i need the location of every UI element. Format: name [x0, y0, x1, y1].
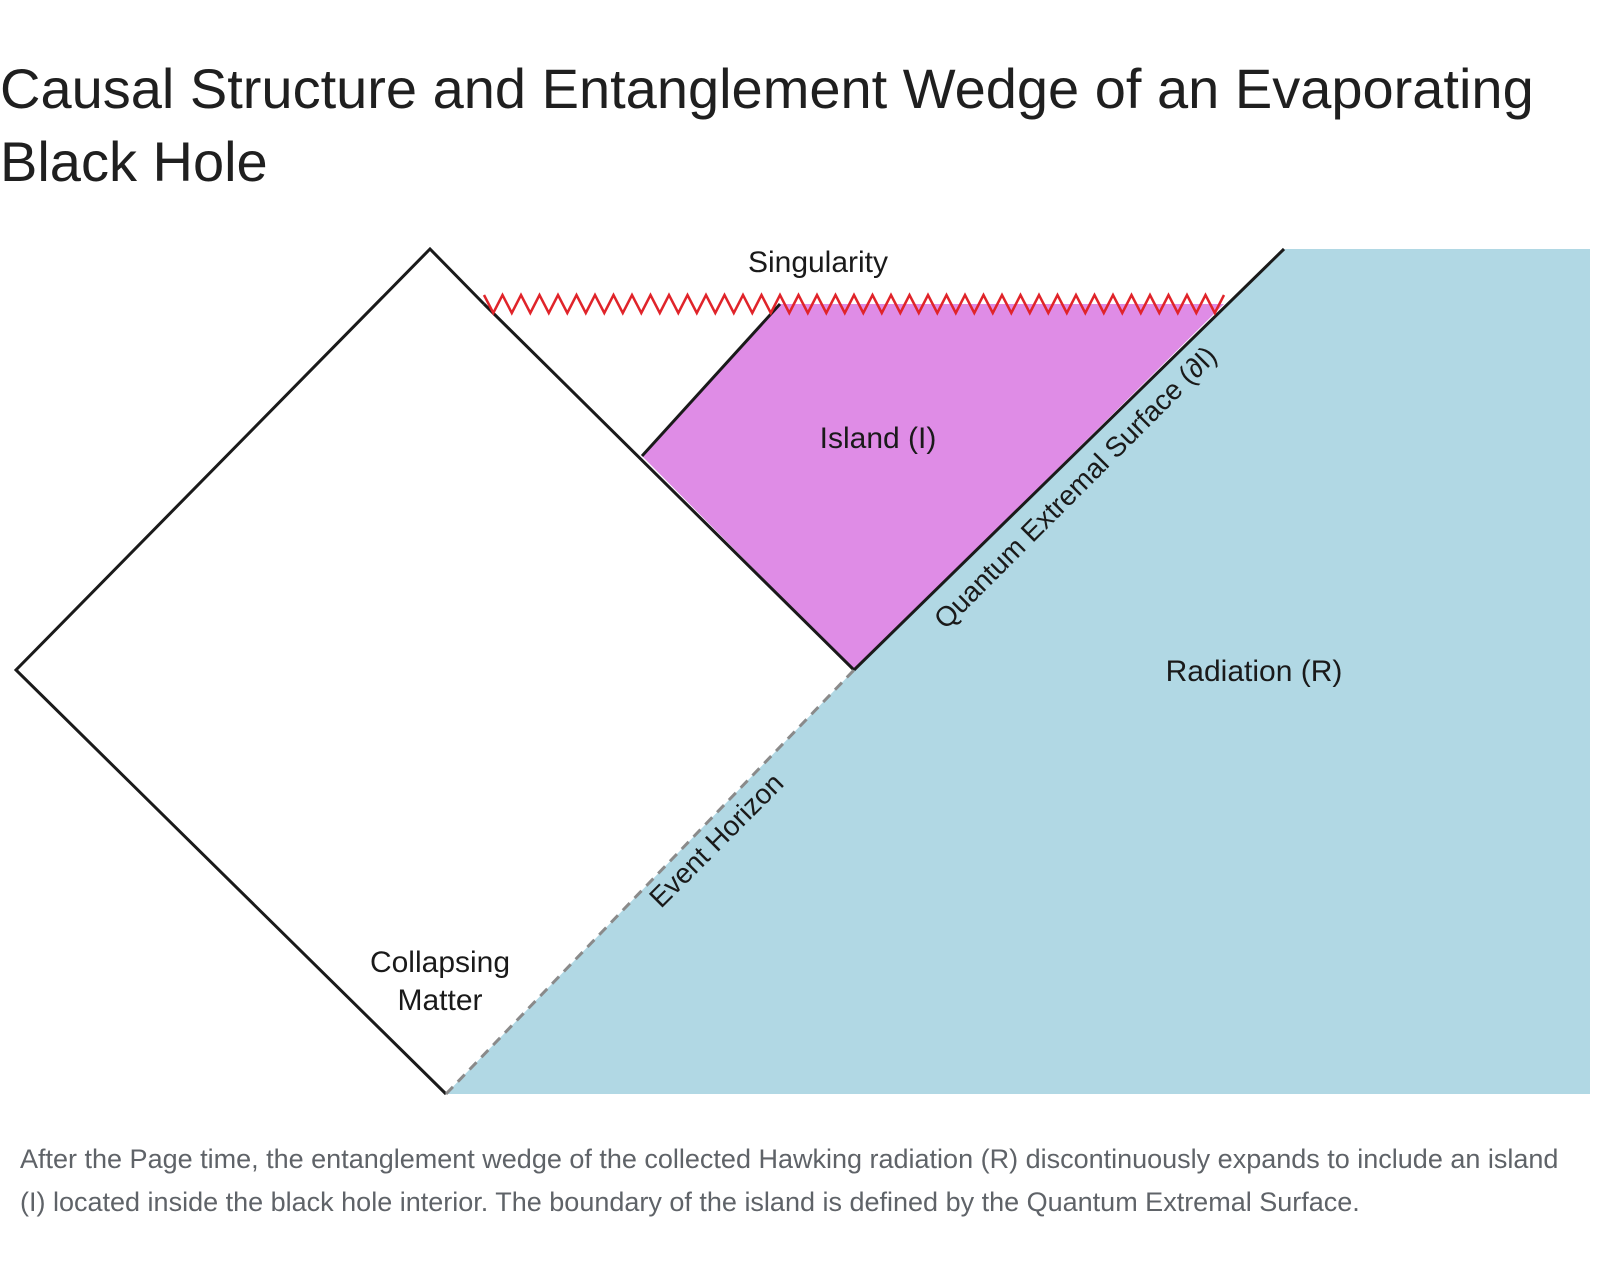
figure-caption: After the Page time, the entanglement we… — [20, 1144, 1559, 1217]
radiation-region — [446, 249, 1590, 1094]
interior-boundary-line — [482, 302, 856, 672]
collapsing-matter-label-line1: Collapsing — [370, 946, 510, 979]
collapsing-matter-label-line2: Matter — [397, 984, 482, 1017]
radiation-label: Radiation (R) — [1166, 655, 1343, 688]
singularity-label: Singularity — [748, 246, 888, 279]
past-boundary-line — [13, 246, 486, 1096]
page-title: Causal Structure and Entanglement Wedge … — [0, 57, 1534, 193]
penrose-diagram: Singularity Island (I) Quantum Extremal … — [13, 246, 1590, 1096]
island-region — [642, 304, 1224, 670]
island-label: Island (I) — [820, 422, 937, 455]
event-horizon-line — [444, 668, 856, 1096]
island-left-edge — [640, 302, 782, 458]
qes-boundary-line — [852, 247, 1286, 672]
singularity-zigzag — [482, 292, 1226, 316]
